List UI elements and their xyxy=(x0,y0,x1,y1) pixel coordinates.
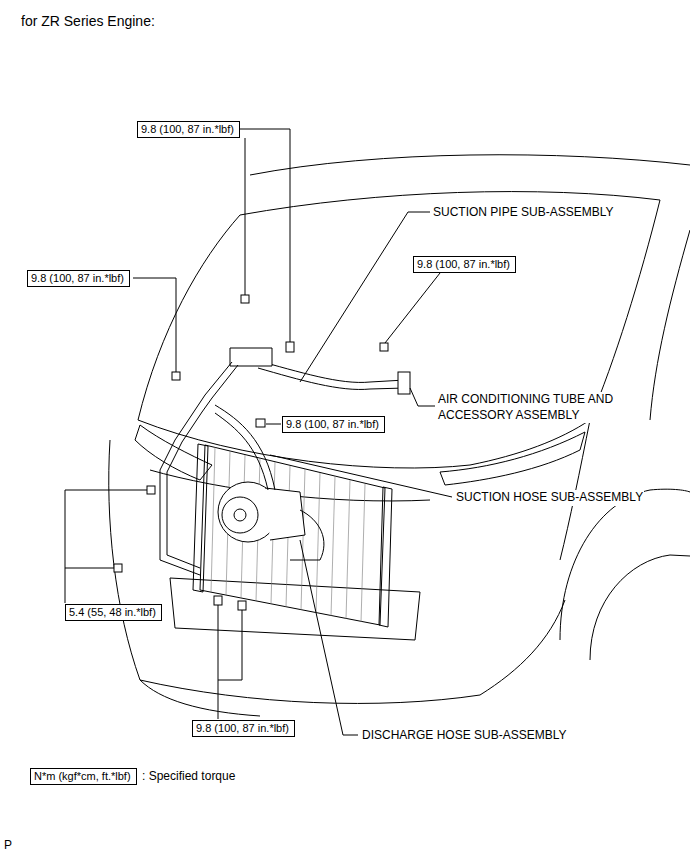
torque-spec: 9.8 (100, 87 in.*lbf) xyxy=(192,720,295,737)
headlight-left xyxy=(135,425,212,480)
liquid-tube-2 xyxy=(167,365,238,568)
compressor-body xyxy=(265,488,305,540)
torque-spec: 9.8 (100, 87 in.*lbf) xyxy=(137,121,240,138)
bolts xyxy=(114,295,388,610)
liquid-tube xyxy=(160,362,232,575)
bumper-lower xyxy=(140,680,260,716)
torque-spec: 9.8 (100, 87 in.*lbf) xyxy=(282,416,385,433)
torque-box: 9.8 (100, 87 in.*lbf) xyxy=(192,720,295,737)
torque-spec: 9.8 (100, 87 in.*lbf) xyxy=(27,270,130,287)
condenser xyxy=(200,445,385,625)
torque-spec: 9.8 (100, 87 in.*lbf) xyxy=(413,256,516,273)
legend-box: N*m (kgf*cm, ft.*lbf) : Specified torque xyxy=(30,768,235,785)
windshield-line xyxy=(250,155,690,175)
part-name: AIR CONDITIONING TUBE AND ACCESSORY ASSE… xyxy=(437,392,639,423)
compressor-pulley xyxy=(222,497,258,533)
page-code: P xyxy=(3,838,13,854)
tube-block xyxy=(230,348,272,366)
torque-spec: N*m (kgf*cm, ft.*lbf) xyxy=(30,768,137,785)
tube-bracket xyxy=(398,372,410,394)
suction-pipe xyxy=(255,360,405,382)
torque-spec: 5.4 (55, 48 in.*lbf) xyxy=(65,604,162,621)
legend-note: : Specified torque xyxy=(142,769,235,783)
bumper xyxy=(109,440,565,703)
suction-hose xyxy=(215,405,275,490)
suction-hose-2 xyxy=(215,413,268,490)
torque-box: 9.8 (100, 87 in.*lbf) xyxy=(413,256,516,273)
part-name: SUCTION HOSE SUB-ASSEMBLY xyxy=(455,490,644,506)
torque-box: 9.8 (100, 87 in.*lbf) xyxy=(282,416,385,433)
compressor-hub xyxy=(234,509,246,521)
condenser-tank-left xyxy=(193,444,208,592)
page-title: for ZR Series Engine: xyxy=(20,12,156,30)
lower-grille xyxy=(170,578,420,640)
suction-pipe-2 xyxy=(258,368,405,389)
fender-right xyxy=(560,200,660,560)
headlight-right xyxy=(440,432,585,485)
wheel-arch xyxy=(560,489,690,640)
part-name: SUCTION PIPE SUB-ASSEMBLY xyxy=(432,205,615,221)
condenser-tank-right xyxy=(379,487,392,627)
torque-box: 5.4 (55, 48 in.*lbf) xyxy=(65,604,162,621)
torque-box: 9.8 (100, 87 in.*lbf) xyxy=(137,121,240,138)
discharge-hose xyxy=(290,510,324,560)
leader-lines xyxy=(65,129,452,735)
part-name: DISCHARGE HOSE SUB-ASSEMBLY xyxy=(361,728,568,744)
condenser-fins xyxy=(211,447,365,622)
hood-left-edge xyxy=(138,215,240,420)
fender-far xyxy=(650,230,690,420)
wheel xyxy=(590,555,690,660)
torque-box: 9.8 (100, 87 in.*lbf) xyxy=(27,270,130,287)
